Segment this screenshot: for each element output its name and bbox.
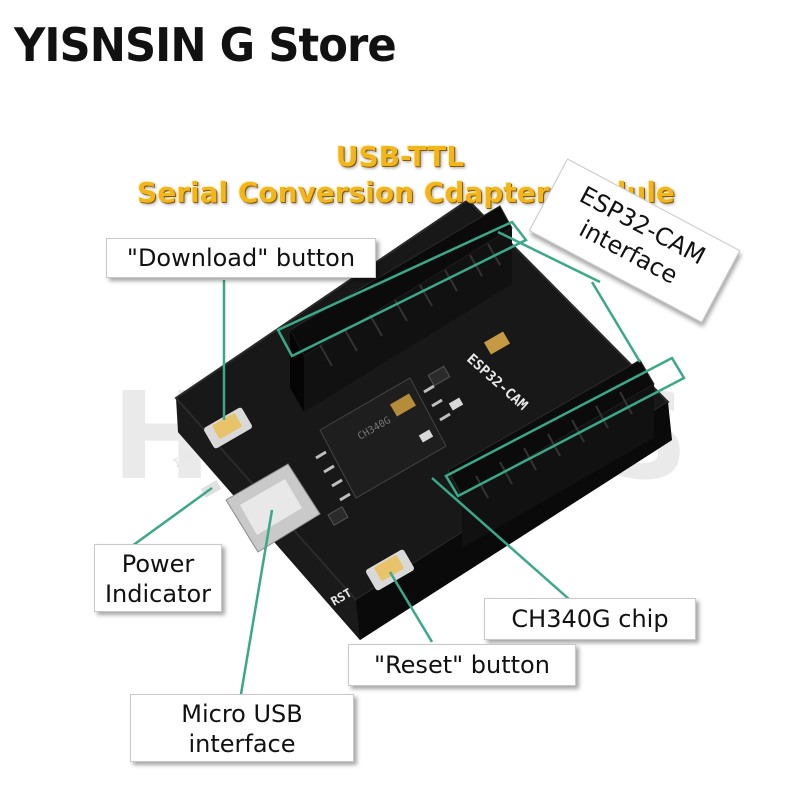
power-indicator-callout: Power Indicator — [94, 544, 222, 612]
micro-usb-label-line1: Micro USB — [181, 700, 303, 728]
power-indicator-label-line2: Indicator — [104, 580, 212, 608]
headline-line1: USB-TTL — [335, 140, 465, 173]
download-button-callout: "Download" button — [106, 238, 376, 278]
download-button-label: "Download" button — [126, 244, 356, 272]
store-title: YISNSIN G Store — [14, 18, 397, 72]
reset-button-callout: "Reset" button — [348, 644, 576, 686]
micro-usb-label-line2: interface — [188, 730, 296, 758]
micro-usb-port — [225, 463, 321, 553]
ch340g-chip-label: CH340G chip — [511, 605, 669, 633]
download-button[interactable] — [203, 407, 253, 450]
headline-line2: Serial Conversion Cdapter Module — [137, 176, 675, 209]
leader-lines — [131, 220, 686, 701]
micro-usb-callout: Micro USB interface — [130, 694, 354, 762]
power-indicator-label-line1: Power — [121, 550, 195, 578]
reset-button[interactable] — [365, 549, 415, 592]
reset-button-label: "Reset" button — [374, 651, 550, 679]
ch340g-chip-callout: CH340G chip — [484, 598, 696, 640]
board: CH340G — [171, 198, 672, 640]
